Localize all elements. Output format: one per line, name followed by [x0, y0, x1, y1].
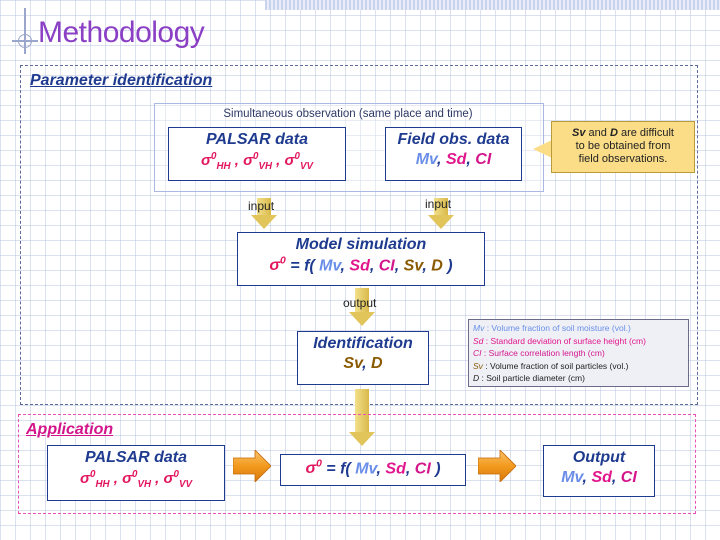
model-simulation-box: Model simulation σ0 = f( Mv, Sd, CI, Sv,…: [237, 232, 485, 286]
page-title: Methodology: [38, 16, 205, 49]
application-palsar-data-box: PALSAR data σ0HH , σ0VH , σ0VV: [47, 445, 225, 501]
legend-row-ci: CI : Surface correlation length (cm): [473, 348, 605, 358]
output-box: Output Mv, Sd, CI: [543, 445, 655, 497]
input-label-left: input: [248, 199, 275, 213]
model-equation: σ0 = f( Mv, Sd, CI, Sv, D ): [269, 256, 453, 275]
palsar-data-box: PALSAR data σ0HH , σ0VH , σ0VV: [168, 127, 346, 181]
callout-line-2: to be obtained from: [575, 140, 671, 152]
application-arrow-2: [478, 450, 516, 482]
sigma-zero: σ0: [269, 256, 286, 275]
palsar-sigma-line: σ0HH , σ0VH , σ0VV: [201, 151, 313, 172]
application-arrow-1: [233, 450, 271, 482]
output-arrow: [349, 288, 375, 326]
callout-line-3: field observations.: [578, 153, 668, 165]
legend-row-sv: Sv : Volume fraction of soil particles (…: [473, 360, 629, 371]
symbol-legend: Mv : Volume fraction of soil moisture (v…: [468, 319, 689, 387]
application-palsar-sigma-line: σ0HH , σ0VH , σ0VV: [80, 469, 192, 490]
field-obs-heading: Field obs. data: [397, 131, 510, 148]
application-palsar-heading: PALSAR data: [85, 449, 187, 466]
legend-row-d: D : Soil particle diameter (cm): [473, 373, 585, 383]
app-sigma-vv: σ0VV: [163, 469, 192, 490]
simultaneous-observation-label: Simultaneous observation (same place and…: [223, 108, 473, 120]
app-sigma-hh: σ0HH: [80, 469, 110, 490]
callout-line-1: Sv and D are difficult: [572, 127, 674, 139]
application-model-box: σ0 = f( Mv, Sd, CI ): [280, 454, 466, 486]
crosshair-logo-vertical: [24, 8, 26, 54]
app-sigma-vh: σ0VH: [122, 469, 152, 490]
field-obs-params: Mv, Sd, CI: [415, 151, 492, 168]
input-label-right: input: [425, 197, 452, 211]
output-label: output: [343, 296, 377, 310]
identification-heading: Identification: [313, 335, 413, 352]
crosshair-logo-circle: [18, 34, 32, 48]
application-section: [18, 414, 696, 514]
model-simulation-heading: Model simulation: [295, 236, 427, 253]
header-band: [265, 0, 720, 10]
application-model-equation: σ0 = f( Mv, Sd, CI ): [305, 459, 441, 478]
identification-to-application-arrow: [349, 389, 375, 446]
identification-box: Identification Sv, D: [297, 331, 429, 385]
difficulty-callout: Sv and D are difficult to be obtained fr…: [551, 121, 695, 173]
parameter-identification-heading: Parameter identification: [30, 72, 213, 89]
field-obs-data-box: Field obs. data Mv, Sd, CI: [385, 127, 522, 181]
input-arrow-right: [428, 198, 454, 229]
callout-pointer: [533, 140, 552, 158]
sigma-vh: σ0VH: [243, 151, 273, 172]
legend-row-sd: Sd : Standard deviation of surface heigh…: [473, 335, 646, 346]
palsar-data-heading: PALSAR data: [206, 131, 308, 148]
legend-row-mv: Mv : Volume fraction of soil moisture (v…: [473, 323, 631, 333]
sigma-vv: σ0VV: [284, 151, 313, 172]
identification-params: Sv, D: [343, 355, 383, 372]
output-params: Mv, Sd, CI: [561, 469, 637, 486]
sigma-hh: σ0HH: [201, 151, 231, 172]
output-heading: Output: [572, 449, 626, 466]
application-heading: Application: [26, 421, 114, 438]
input-arrow-left: [251, 198, 277, 229]
